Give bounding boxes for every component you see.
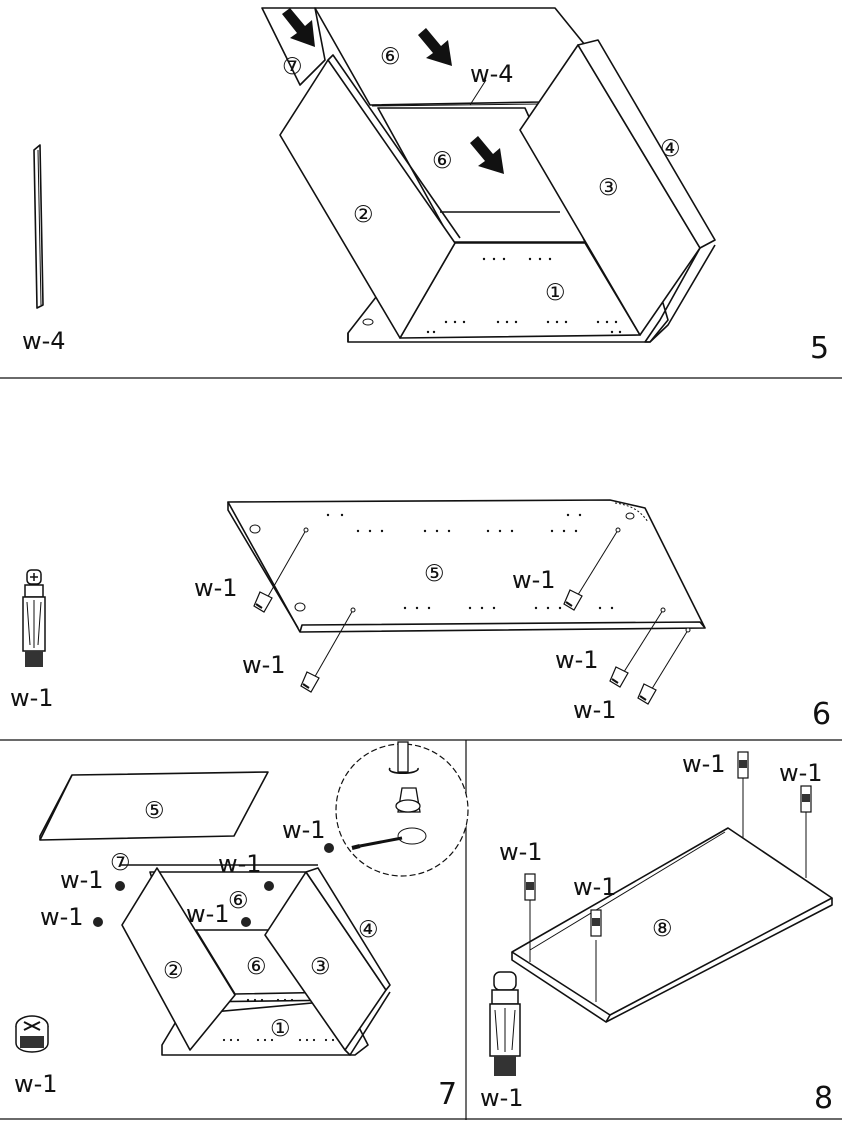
w-1-callout: w-1: [573, 696, 617, 724]
cam-bolt-icon: [737, 751, 749, 838]
step-number: 8: [814, 1081, 833, 1116]
side-panel-4: [577, 39, 716, 249]
cam-bolt-icon: [22, 569, 46, 667]
arrow-icon: [418, 28, 452, 66]
cam-bolt-icon: [300, 607, 356, 693]
part-number-8: ⑧: [652, 916, 673, 942]
cam-nut-icon: [93, 917, 103, 927]
side-panel-2: [279, 59, 456, 339]
w-4-rod: [33, 144, 44, 309]
dowel-holes: [326, 513, 614, 610]
cam-bolt-icon: [563, 527, 621, 611]
cam-bolt-icon: [609, 607, 666, 688]
w-1-callout: w-1: [682, 750, 726, 778]
part-number-4: ④: [358, 917, 379, 943]
w-1-reference-label: w-1: [14, 1070, 58, 1098]
w-1-callout: w-1: [218, 850, 262, 878]
w-4-label: w-4: [22, 327, 66, 355]
part-number-5: ⑤: [424, 561, 445, 587]
w-1-callout: w-1: [512, 566, 556, 594]
cam-bolt-icon: [590, 909, 602, 1002]
panel-5: [227, 499, 706, 633]
w-1-callout: w-1: [194, 574, 238, 602]
step-8-panel: w-1 w-1 w-1 w-1 w-1 ⑧ 8: [480, 750, 833, 1116]
w-1-callout: w-1: [555, 646, 599, 674]
part-number-2: ②: [163, 958, 184, 984]
part-number-6: ⑥: [432, 148, 453, 174]
step-7-panel: ⑤: [14, 741, 469, 1112]
arrow-icon: [282, 8, 315, 47]
part-number-1: ①: [270, 1016, 291, 1042]
dowel-holes: [426, 257, 622, 334]
part-number-4: ④: [660, 136, 681, 162]
cam-nut-icon: [324, 843, 334, 853]
cam-nut-icon: [241, 917, 251, 927]
dowel-holes: [222, 998, 335, 1042]
step-number: 7: [438, 1077, 457, 1112]
cam-nut-icon: [264, 881, 274, 891]
w-1-reference-label: w-1: [10, 684, 54, 712]
w-1-callout: w-1: [282, 816, 326, 844]
w-1-callout: w-1: [779, 759, 823, 787]
cam-bolt-icon: [489, 971, 521, 1076]
part-number-7: ⑦: [110, 850, 131, 876]
part-number-6: ⑥: [246, 954, 267, 980]
cam-lock-icon: [15, 1015, 49, 1053]
detail-magnifier: [335, 741, 469, 877]
w-4-panel-label: w-4: [470, 60, 514, 88]
cam-nut-icon: [115, 881, 125, 891]
cam-bolt-icon: [524, 873, 536, 962]
w-1-callout: w-1: [186, 900, 230, 928]
part-number-6: ⑥: [380, 44, 401, 70]
cam-bolt-icon: [253, 527, 309, 613]
part-number-2: ②: [353, 202, 374, 228]
w-1-callout: w-1: [242, 651, 286, 679]
part-number-3: ③: [598, 175, 619, 201]
cam-bolt-icon: [637, 627, 691, 705]
w-1-callout: w-1: [60, 866, 104, 894]
side-panel-2: [121, 867, 236, 1051]
w-1-callout: w-1: [499, 838, 543, 866]
step-number: 6: [812, 697, 831, 732]
arrow-icon: [470, 136, 504, 174]
w-1-reference-label: w-1: [480, 1084, 524, 1112]
w-1-callout: w-1: [573, 873, 617, 901]
side-panel-4: [305, 867, 391, 991]
part-number-3: ③: [310, 954, 331, 980]
part-number-5: ⑤: [144, 798, 165, 824]
step-6-panel: w-1: [10, 499, 831, 732]
cam-bolt-icon: [800, 785, 812, 878]
step-number: 5: [810, 331, 829, 366]
step-5-panel: w-4: [22, 7, 829, 366]
panel-5: [39, 771, 269, 841]
part-number-1: ①: [545, 280, 566, 306]
part-number-7: ⑦: [282, 54, 303, 80]
w-1-callout: w-1: [40, 903, 84, 931]
part-number-6: ⑥: [228, 888, 249, 914]
